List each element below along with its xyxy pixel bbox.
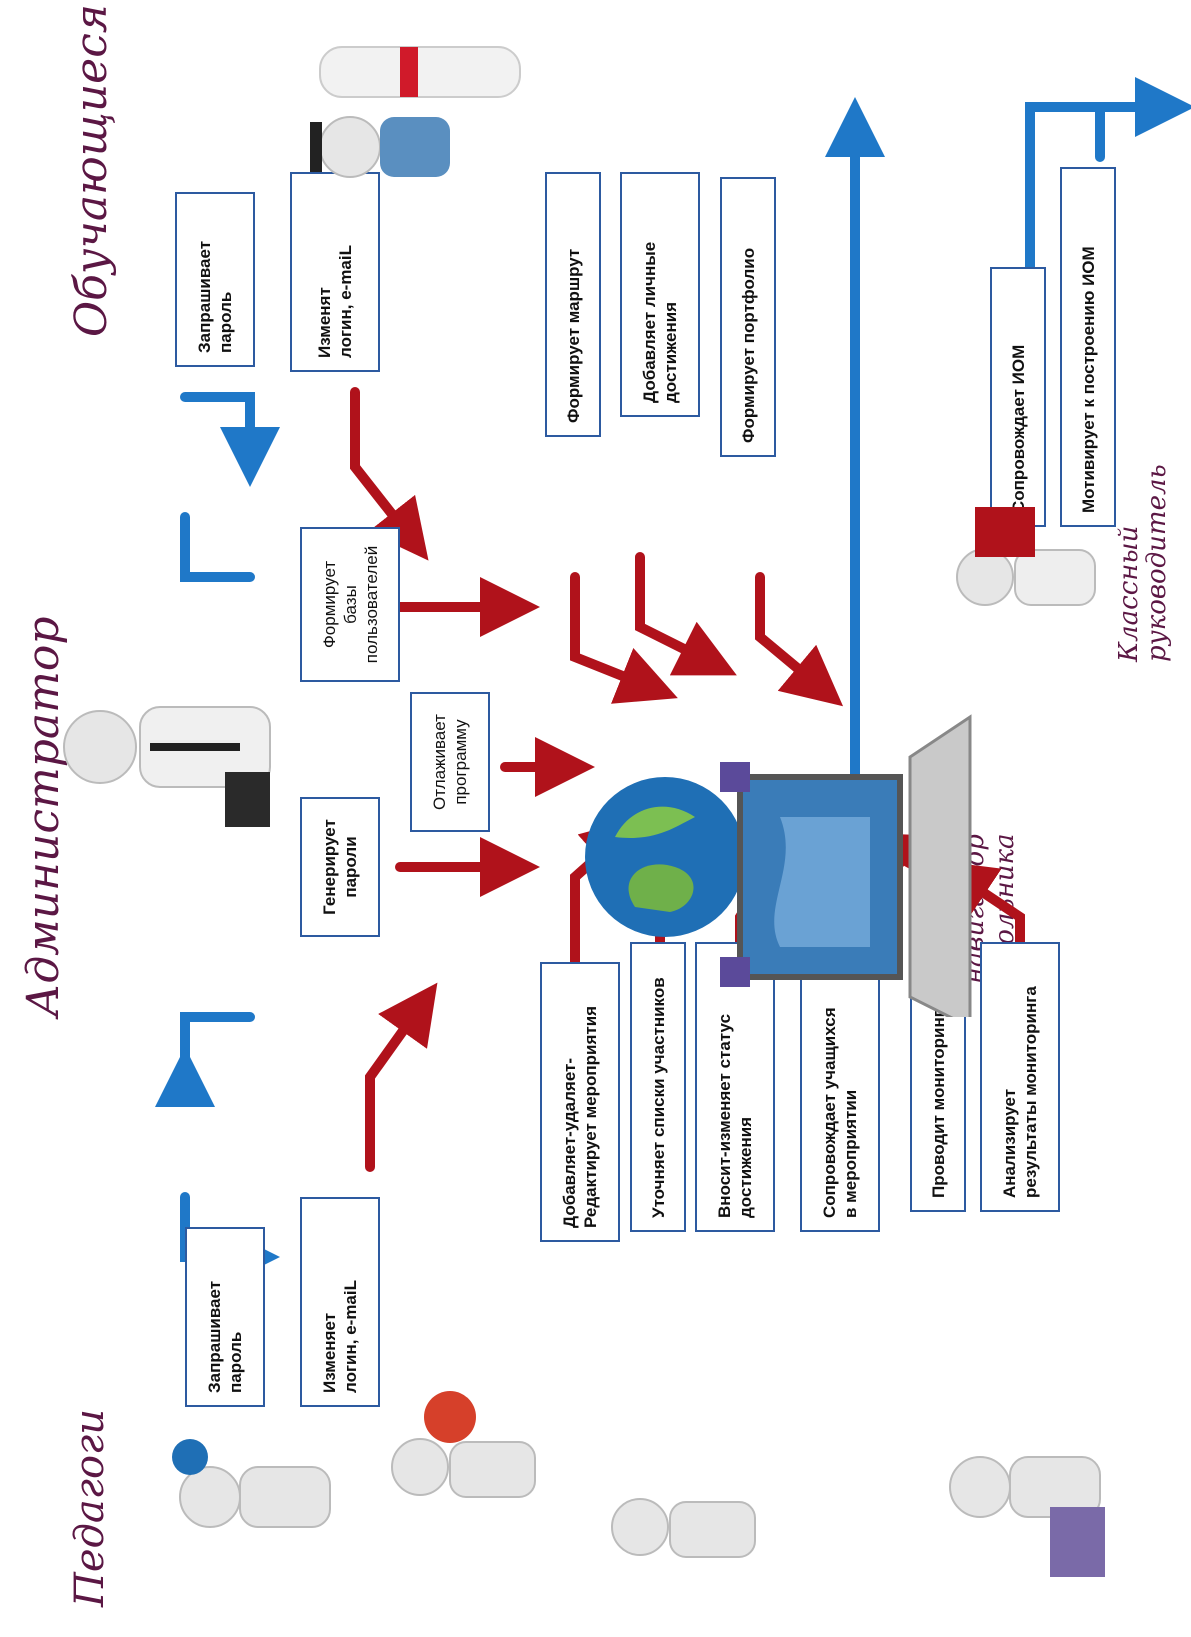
arrow-red-student-login xyxy=(350,387,429,561)
diploma-icon xyxy=(319,46,521,98)
globe-icon xyxy=(585,777,745,937)
student-request-password-box: Запрашивает пароль xyxy=(175,192,255,367)
arrow-red-portfolio xyxy=(755,572,844,707)
arrow-blue-admin-to-teacher xyxy=(155,1012,255,1107)
teacher-figures xyxy=(172,1391,1105,1577)
student-achievements-box: Добавляет личные достижения xyxy=(620,172,700,417)
class-teacher-motivate-box: Мотивирует к построению ИОМ xyxy=(1060,167,1116,527)
apple-icon xyxy=(424,1391,476,1443)
teacher-add-event-box: Добавляет-удаляет- Редактирует мероприят… xyxy=(540,962,620,1242)
graduate-figure xyxy=(310,46,521,178)
arrow-red-teacher-login xyxy=(365,982,438,1172)
admin-debug-program-box: Отлаживает программу xyxy=(410,692,490,832)
teacher-clarify-lists-box: Уточняет списки участников xyxy=(630,942,686,1232)
briefcase-icon xyxy=(225,772,270,827)
laptop-icon xyxy=(720,714,972,1017)
arrow-blue-nav-3 xyxy=(1095,77,1191,162)
student-portfolio-box: Формирует портфолио xyxy=(720,177,776,457)
red-book-icon xyxy=(975,507,1035,557)
admin-figure xyxy=(63,706,271,827)
student-route-box: Формирует маршрут xyxy=(545,172,601,437)
admin-user-bases-box: Формирует базы пользователей xyxy=(300,527,400,682)
arrow-blue-admin-to-student xyxy=(180,512,255,582)
laptop-small-icon xyxy=(1050,1507,1105,1577)
arrow-blue-student-request xyxy=(180,392,280,487)
arrow-red-route xyxy=(570,572,678,704)
arrow-red-achievements xyxy=(635,552,737,676)
class-teacher-figure xyxy=(956,507,1096,606)
admin-generate-passwords-box: Генерирует пароли xyxy=(300,797,380,937)
globe-small-icon xyxy=(172,1439,208,1475)
